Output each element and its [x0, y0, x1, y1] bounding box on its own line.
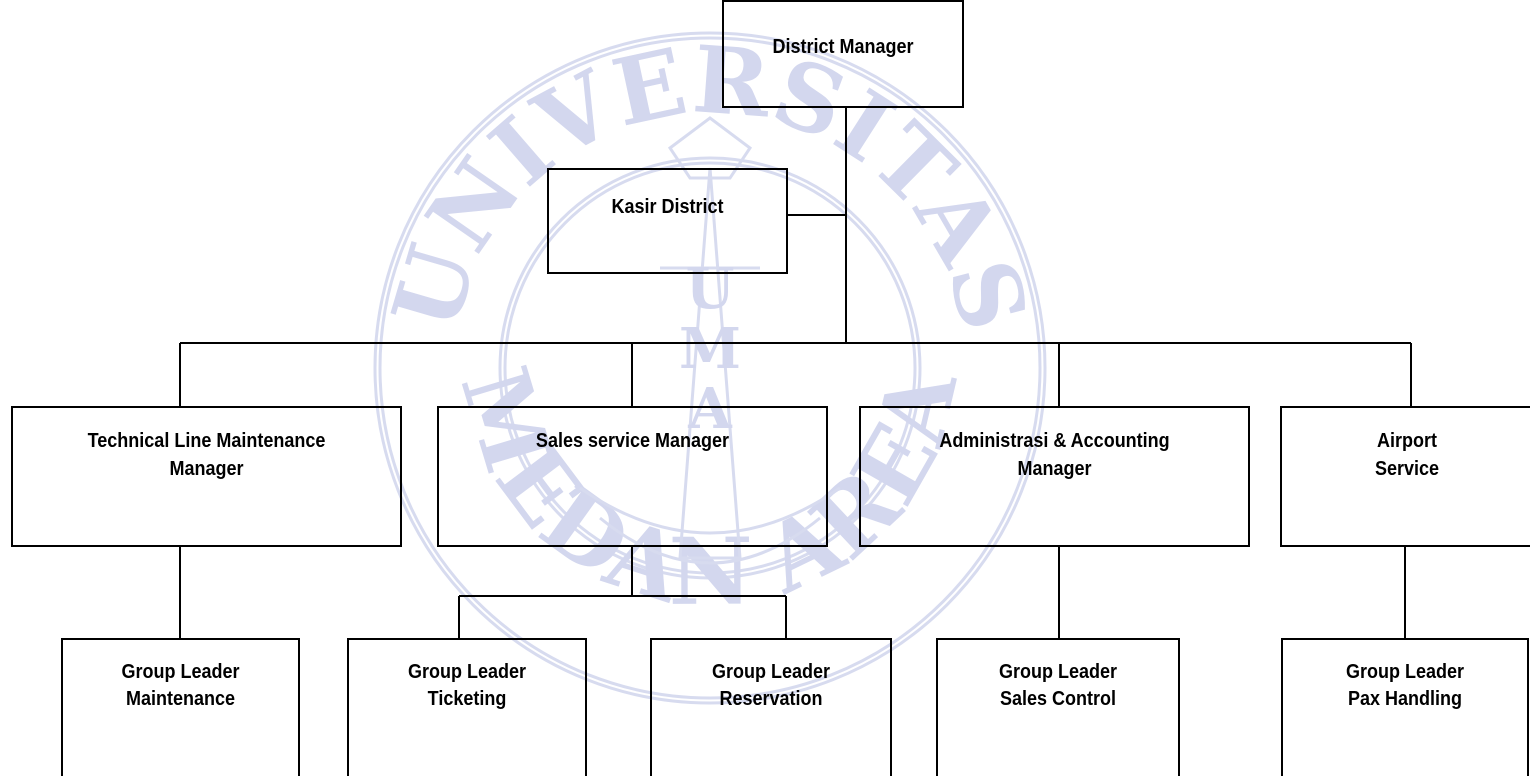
watermark-vertical-letter: A — [687, 376, 733, 442]
watermark-vertical-letter: M — [679, 316, 741, 382]
watermark-vertical-letter: U — [686, 256, 735, 322]
technical-line-maintenance-manager-label-line1: Technical Line Maintenance — [87, 430, 326, 452]
group-leader-reservation-label-line2: Reservation — [719, 688, 823, 710]
group-leader-sales-control-label-line2: Sales Control — [999, 688, 1117, 710]
group-leader-maintenance-box: Group Leader Maintenance — [61, 638, 300, 776]
university-seal-watermark: UNIVERSITAS MEDAN AREA U M A — [371, 25, 1048, 705]
kasir-district-label: Kasir District — [611, 196, 724, 218]
airport-service-label-line1: Airport — [1376, 430, 1437, 452]
group-leader-reservation-label-line1: Group Leader — [711, 661, 831, 683]
sales-service-manager-box: Sales service Manager — [437, 406, 828, 547]
administrasi-accounting-manager-label-line1: Administrasi & Accounting — [939, 430, 1170, 452]
group-leader-maintenance-label-line2: Maintenance — [125, 688, 236, 710]
group-leader-pax-handling-box: Group Leader Pax Handling — [1281, 638, 1529, 776]
technical-line-maintenance-manager-box: Technical Line Maintenance Manager — [11, 406, 402, 547]
group-leader-ticketing-label-line1: Group Leader — [407, 661, 527, 683]
district-manager-label: District Manager — [772, 36, 914, 58]
kasir-district-box: Kasir District — [547, 168, 788, 274]
group-leader-ticketing-box: Group Leader Ticketing — [347, 638, 587, 776]
group-leader-pax-handling-label-line1: Group Leader — [1345, 661, 1465, 683]
group-leader-sales-control-label-line1: Group Leader — [998, 661, 1118, 683]
airport-service-label-line2: Service — [1374, 458, 1440, 480]
group-leader-pax-handling-label-line2: Pax Handling — [1347, 688, 1463, 710]
group-leader-reservation-box: Group Leader Reservation — [650, 638, 892, 776]
administrasi-accounting-manager-box: Administrasi & Accounting Manager — [859, 406, 1250, 547]
airport-service-box: Airport Service — [1280, 406, 1530, 547]
group-leader-sales-control-box: Group Leader Sales Control — [936, 638, 1180, 776]
group-leader-maintenance-label-line1: Group Leader — [121, 661, 240, 683]
technical-line-maintenance-manager-label-line2: Manager — [169, 458, 244, 480]
administrasi-accounting-manager-label-line2: Manager — [1017, 458, 1092, 480]
sales-service-manager-label: Sales service Manager — [535, 430, 730, 452]
district-manager-box: District Manager — [722, 0, 964, 108]
group-leader-ticketing-label-line2: Ticketing — [427, 688, 507, 710]
